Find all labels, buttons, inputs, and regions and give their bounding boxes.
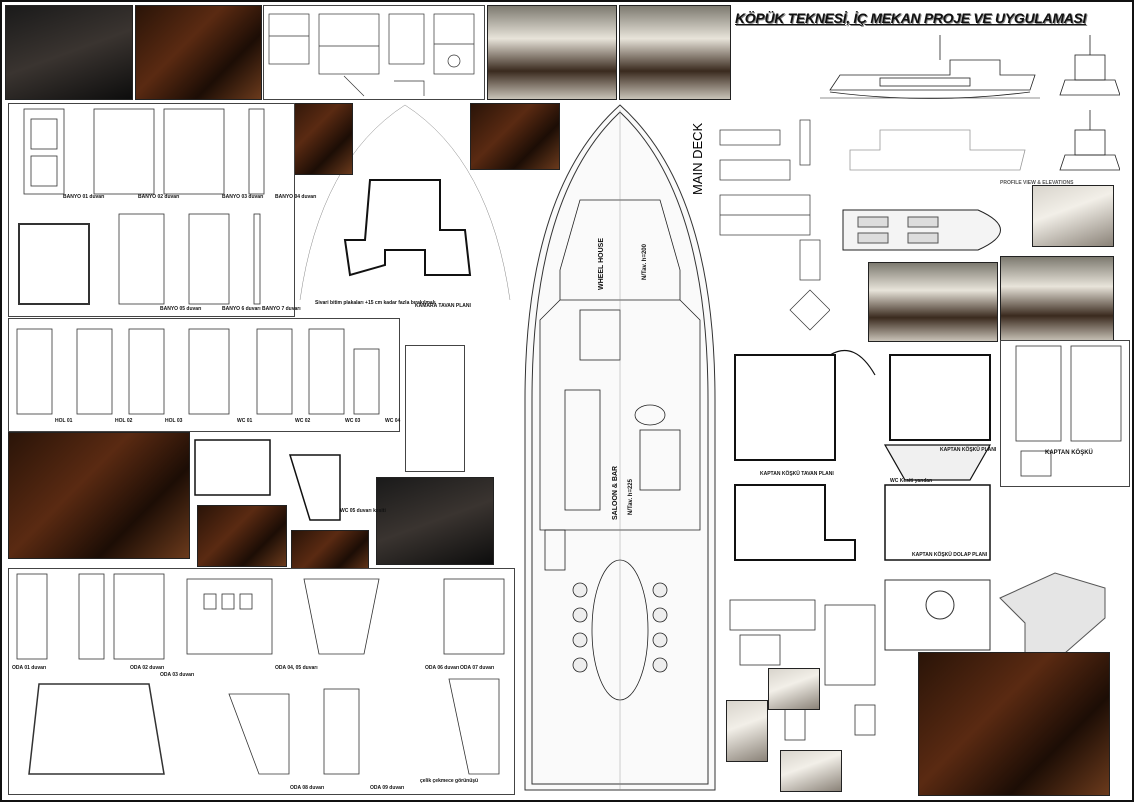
wc-label-1: WC 01 [237,418,253,424]
chair-photo-2 [726,700,768,762]
drawer-label: çelik çekmece görünüşü [420,778,479,784]
wc-plans [194,439,341,521]
profile-label: PROFILE VIEW & ELEVATIONS [1000,180,1074,186]
room-label-6: ODA 06 duvarı [425,665,460,671]
hall-label-3: HOL 03 [165,418,183,424]
wc-label-4: WC 04 [385,418,401,424]
room-label-9: ODA 09 duvarı [370,785,405,791]
wc-label-2: WC 02 [295,418,311,424]
door-photo [8,432,190,559]
panel-detail-photo [197,505,287,567]
captain-plan-label: KAPTAN KÖŞKÜ PLANI [940,447,997,453]
hall-panel [8,318,400,432]
room-label-2: ODA 02 duvarı [130,665,165,671]
console-drawing [884,579,991,651]
bathroom-label-1: BANYO 01 duvarı [63,194,105,200]
wc-photo [376,477,494,565]
hall-label-1: HOL 01 [55,418,73,424]
room-label-1: ODA 01 duvarı [12,665,47,671]
captain-detail-label: KAPTAN KÖŞKÜ [1045,450,1093,456]
main-deck-plan [524,104,716,791]
room-panel [8,568,515,795]
saloon-label: SALOON & BAR [612,465,619,520]
helm-photo [918,652,1110,796]
lounge-photo-2 [1000,256,1114,342]
bathroom-panel [8,103,295,317]
boat-profile-drawings [820,35,1120,171]
wheel-house-label: WHEEL HOUSE [598,238,605,290]
cabin-ceiling-label: KAMARA TAVAN PLANI [415,303,471,309]
bathroom-label-2: BANYO 02 duvarı [138,194,180,200]
captain-ceiling-label: KAPTAN KÖŞKÜ TAVAN PLANI [760,471,834,477]
boat-top-view [842,209,1001,251]
galley-drawings [263,5,485,100]
bathroom-label-5: BANYO 05 duvarı [160,306,202,312]
window-photo [1032,185,1114,247]
galley-photo [5,5,133,100]
wheel-house-height: N/Tav. h=200 [642,244,648,280]
wc-label-3: WC 03 [345,418,361,424]
wc-section-label: WC Kesiti yandan [890,478,933,484]
saloon-table-photo [487,5,617,100]
corridor-photo [470,103,560,170]
saloon-height: N/Tav. h=225 [628,479,634,515]
cabinet-elevations [719,119,830,331]
room-label-3: ODA 03 duvarı [160,672,195,678]
bathroom-label-4: BANYO 04 duvarı [275,194,317,200]
console-3d-render [999,572,1106,654]
wc-cabinet-drawing [405,345,465,472]
furniture-drawings [729,599,876,741]
wc-label-5: WC 05 duvarı kesiti [340,508,386,514]
room-label-4: ODA 04, 05 duvarı [275,665,318,671]
bathroom-label-3: BANYO 03 duvarı [222,194,264,200]
captain-drawings [734,350,992,561]
bathroom-label-6: BANYO 6 duvarı [222,306,261,312]
bathroom-label-7: BANYO 7 duvarı [262,306,301,312]
chair-photo-1 [768,668,820,710]
captain-cabinet-label: KAPTAN KÖŞKÜ DOLAP PLANI [912,552,988,558]
room-label-7: ODA 07 duvarı [460,665,495,671]
lounge-photo-1 [868,262,998,342]
bathroom-photo [135,5,262,100]
room-label-8: ODA 08 duvarı [290,785,325,791]
captain-detail-panel [1000,340,1130,487]
sofa-photo [780,750,842,792]
cabin-ceiling-plan [299,104,511,301]
main-deck-label: MAIN DECK [690,122,705,195]
cabin-ceiling-note: Sivari bitim plakaları +15 cm kadar fazl… [315,300,436,306]
hall-label-2: HOL 02 [115,418,133,424]
saloon-sofa-photo [619,5,731,100]
sheet-title: KÖPÜK TEKNESİ, İÇ MEKAN PROJE VE UYGULAM… [735,10,1087,26]
